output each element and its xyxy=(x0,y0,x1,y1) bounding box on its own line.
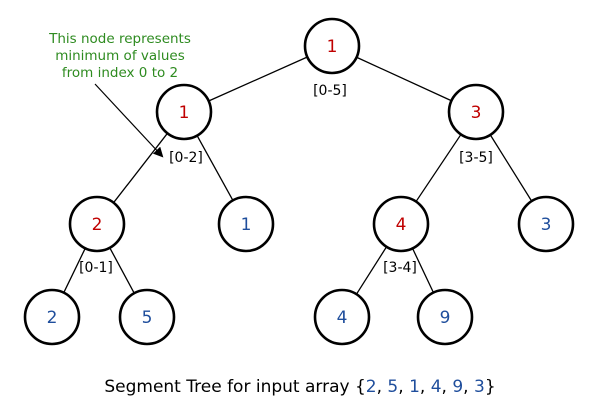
leaf-node: 9 xyxy=(416,288,474,346)
caption-separator: , xyxy=(420,377,431,397)
internal-node: 1 xyxy=(303,17,361,75)
diagram-caption: Segment Tree for input array {2, 5, 1, 4… xyxy=(104,377,495,397)
tree-edges xyxy=(63,56,533,295)
caption-separator: , xyxy=(398,377,409,397)
caption-separator: , xyxy=(463,377,474,397)
tree-edge xyxy=(196,135,234,201)
node-value: 4 xyxy=(337,308,348,328)
node-circle xyxy=(517,195,575,253)
internal-node: 3 xyxy=(447,83,505,141)
node-value: 4 xyxy=(396,215,407,235)
node-value: 5 xyxy=(142,308,153,328)
leaf-node: 5 xyxy=(118,288,176,346)
caption-separator: , xyxy=(442,377,453,397)
node-range-label: [3-5] xyxy=(459,150,493,166)
node-circle xyxy=(23,288,81,346)
leaf-node: 2 xyxy=(23,288,81,346)
node-value: 9 xyxy=(440,308,451,328)
node-value: 3 xyxy=(471,103,482,123)
annotation-line-2: minimum of values xyxy=(55,48,185,64)
node-range-label: [0-5] xyxy=(313,83,347,99)
tree-edge xyxy=(489,134,533,202)
node-value: 2 xyxy=(92,215,103,235)
range-labels: [0-5] [0-2] [3-5] [0-1] [3-4] xyxy=(79,83,493,276)
node-circle xyxy=(447,83,505,141)
node-value: 3 xyxy=(541,215,552,235)
node-value: 1 xyxy=(327,37,338,57)
leaf-node: 4 xyxy=(313,288,371,346)
annotation: This node represents minimum of values f… xyxy=(48,31,191,158)
tree-edge xyxy=(109,247,135,294)
internal-node: 4 xyxy=(372,195,430,253)
node-value: 1 xyxy=(241,215,252,235)
internal-node: 2 xyxy=(68,195,126,253)
node-circle xyxy=(68,195,126,253)
caption-array-value: 9 xyxy=(452,377,463,397)
node-circle xyxy=(155,83,213,141)
node-range-label: [0-2] xyxy=(169,150,203,166)
caption-array-value: 3 xyxy=(474,377,485,397)
caption-array-value: 1 xyxy=(409,377,420,397)
node-circle xyxy=(313,288,371,346)
annotation-arrow xyxy=(94,83,164,158)
internal-node: 1 xyxy=(155,83,213,141)
node-value: 2 xyxy=(47,308,58,328)
tree-edge xyxy=(411,248,435,293)
node-value: 1 xyxy=(179,103,190,123)
caption-array-value: 2 xyxy=(366,377,377,397)
tree-edge xyxy=(356,56,452,102)
node-range-label: [3-4] xyxy=(383,260,417,276)
annotation-line-3: from index 0 to 2 xyxy=(62,65,178,81)
node-circle xyxy=(118,288,176,346)
node-circle xyxy=(217,195,275,253)
node-circle xyxy=(303,17,361,75)
leaf-node: 1 xyxy=(217,195,275,253)
caption-suffix: } xyxy=(485,377,496,397)
leaf-node: 3 xyxy=(517,195,575,253)
tree-nodes: 1 1 3 2 1 4 3 2 5 4 9 xyxy=(23,17,575,346)
tree-edge xyxy=(113,132,168,204)
tree-edge xyxy=(208,56,308,102)
tree-edge xyxy=(63,248,86,293)
tree-edge xyxy=(415,134,462,202)
node-circle xyxy=(416,288,474,346)
caption-separator: , xyxy=(377,377,388,397)
caption-array-value: 5 xyxy=(387,377,398,397)
node-circle xyxy=(372,195,430,253)
node-range-label: [0-1] xyxy=(79,260,113,276)
tree-edge xyxy=(355,246,388,295)
caption-prefix: Segment Tree for input array { xyxy=(104,377,365,397)
annotation-line-1: This node represents xyxy=(48,31,191,47)
caption-array-value: 4 xyxy=(431,377,442,397)
